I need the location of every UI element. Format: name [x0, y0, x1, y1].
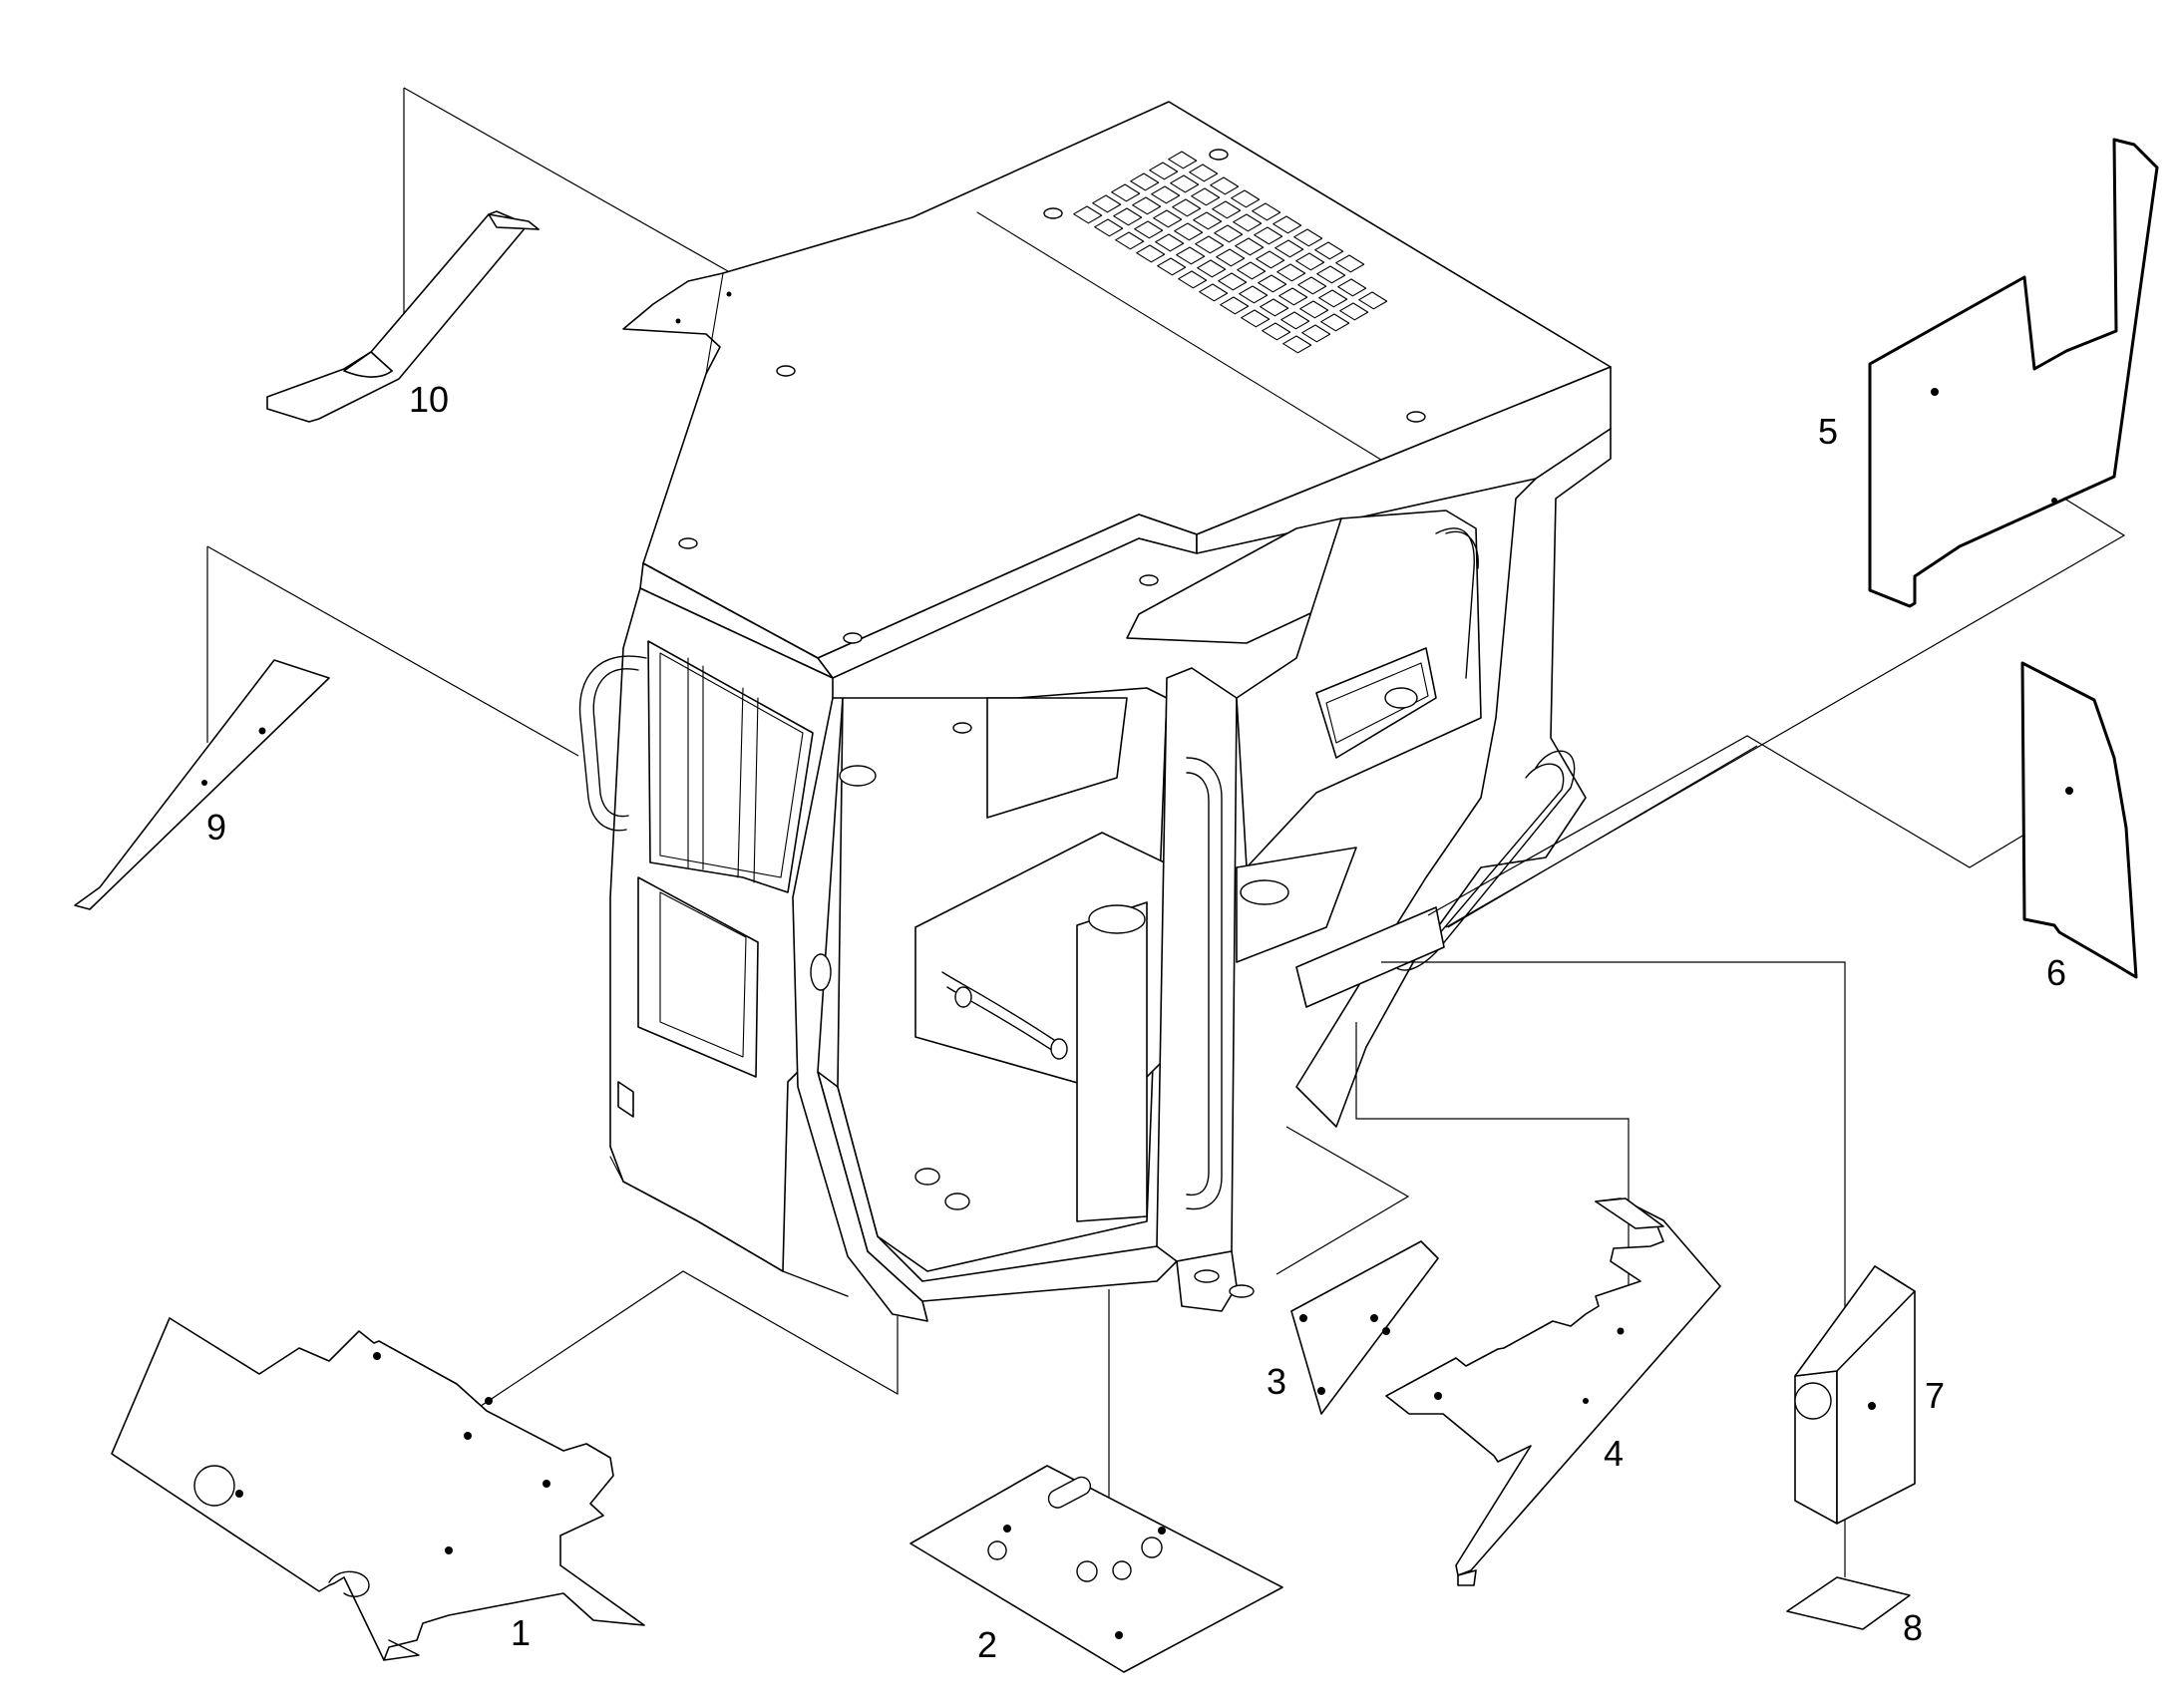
- vent-slot: [1073, 205, 1103, 224]
- part-4: [1385, 1197, 1721, 1586]
- vent-slot: [1132, 196, 1162, 215]
- vent-slot: [1193, 211, 1223, 230]
- vent-slot: [1134, 220, 1164, 239]
- vent-slot: [1197, 259, 1227, 278]
- vent-slot: [1178, 270, 1208, 289]
- vent-slot: [1231, 189, 1261, 208]
- vent-slot: [1113, 207, 1143, 226]
- vent-slot: [1111, 183, 1141, 202]
- vent-slot: [1115, 231, 1145, 250]
- vent-slot: [1218, 272, 1248, 291]
- vent-slot: [1318, 289, 1348, 308]
- part-8: [1786, 1576, 1911, 1630]
- vent-slot: [1280, 311, 1310, 330]
- vent-slot: [1094, 218, 1124, 237]
- vent-slot: [1293, 228, 1323, 247]
- vent-slot: [1276, 263, 1306, 282]
- vent-slot: [1170, 174, 1200, 193]
- callout-10: 10: [409, 379, 449, 420]
- vent-slot: [1210, 176, 1240, 195]
- vent-slot: [1235, 237, 1265, 256]
- part-3: [1290, 1240, 1439, 1415]
- vent-slot: [1172, 198, 1202, 217]
- vent-slot: [1176, 246, 1206, 265]
- callout-3: 3: [1267, 1361, 1286, 1402]
- vent-slot: [1155, 233, 1185, 252]
- vent-slot: [1295, 252, 1325, 271]
- cab-right-pillar: [1156, 667, 1255, 1312]
- vent-slot: [1189, 164, 1219, 182]
- vent-slot: [1282, 335, 1312, 354]
- part-6: [2020, 661, 2138, 979]
- vent-slot: [1130, 172, 1160, 191]
- callout-4: 4: [1604, 1433, 1624, 1474]
- part-9: [74, 659, 330, 910]
- vent-slot: [1220, 296, 1250, 315]
- part-1: [111, 1317, 645, 1661]
- callout-6: 6: [2046, 952, 2066, 993]
- cab-rear-frame: [1236, 428, 1612, 1128]
- vent-slot: [1195, 235, 1225, 254]
- callout-7: 7: [1925, 1375, 1945, 1416]
- vent-slot: [1252, 202, 1281, 221]
- vent-slot: [1316, 265, 1346, 284]
- vent-slot: [1256, 250, 1285, 269]
- cab-base: [609, 1081, 849, 1297]
- vent-slot: [1149, 162, 1179, 180]
- vent-slot: [1191, 187, 1221, 206]
- vent-slot: [1241, 309, 1271, 328]
- callout-8: 8: [1903, 1607, 1923, 1648]
- vent-slot: [1337, 278, 1367, 297]
- vent-slot: [1274, 239, 1304, 258]
- callout-2: 2: [977, 1624, 997, 1665]
- vent-slot: [1260, 298, 1289, 317]
- vent-slot: [1168, 151, 1198, 170]
- vent-slot: [1153, 209, 1183, 228]
- vent-slot: [1174, 222, 1204, 241]
- roof-vent-grille: [1073, 151, 1388, 354]
- vent-slot: [1151, 185, 1181, 204]
- vent-slot: [1314, 241, 1344, 260]
- vent-slot: [1258, 274, 1287, 293]
- callout-labels: 10 9 1 2 3 4 5 6 7 8: [206, 379, 2066, 1665]
- part-2: [909, 1465, 1283, 1673]
- vent-slot: [1199, 283, 1229, 302]
- part-10: [266, 210, 540, 423]
- vent-slot: [1299, 300, 1329, 319]
- cab-roof: [622, 101, 1612, 679]
- vent-slot: [1237, 261, 1267, 280]
- roof-bolts: [675, 149, 1426, 644]
- vent-slot: [1358, 291, 1388, 310]
- leader-lines: [206, 87, 2126, 1585]
- part-5: [1868, 138, 2159, 608]
- vent-slot: [1339, 302, 1369, 321]
- vent-slot: [1233, 213, 1263, 232]
- vent-slot: [1320, 313, 1350, 332]
- vent-slot: [1212, 200, 1242, 219]
- vent-slot: [1278, 287, 1308, 306]
- vent-slot: [1136, 244, 1166, 263]
- vent-slot: [1297, 276, 1327, 295]
- cab-left-wall: [578, 587, 834, 1272]
- vent-slot: [1092, 194, 1122, 213]
- callout-9: 9: [206, 807, 226, 848]
- vent-slot: [1216, 248, 1246, 267]
- vent-slot: [1272, 215, 1302, 234]
- vent-slot: [1262, 322, 1291, 341]
- cab-assembly: [578, 101, 1612, 1322]
- vent-slot: [1301, 324, 1331, 343]
- vent-slot: [1157, 257, 1187, 276]
- vent-slot: [1214, 224, 1244, 243]
- callout-1: 1: [511, 1612, 531, 1653]
- cab-interior: [837, 687, 1228, 1272]
- vent-slot: [1335, 254, 1365, 273]
- callout-5: 5: [1818, 411, 1838, 452]
- part-7: [1794, 1265, 1916, 1525]
- vent-slot: [1239, 285, 1269, 304]
- vent-slot: [1254, 226, 1283, 245]
